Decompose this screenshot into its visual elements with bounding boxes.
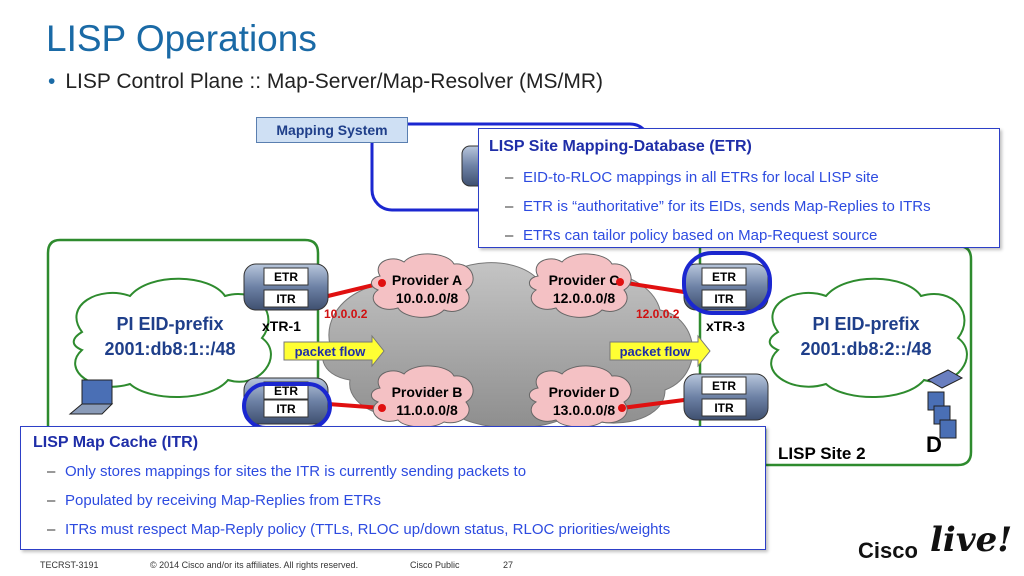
etr-highlight-ring [682, 251, 772, 315]
rloc-xtr-3: 12.0.0.2 [636, 307, 680, 321]
link-xtr3-provider-c [619, 280, 685, 294]
etr-callout-list: EID-to-RLOC mappings in all ETRs for loc… [505, 169, 931, 244]
provider-c-prefix: 12.0.0.0/8 [553, 290, 615, 306]
subtitle-text: LISP Control Plane :: Map-Server/Map-Res… [65, 70, 603, 93]
link-dot-c [616, 278, 624, 286]
etr-callout: LISP Site Mapping-Database (ETR) EID-to-… [478, 128, 1000, 248]
provider-a-cloud: Provider A 10.0.0.0/8 [371, 253, 474, 318]
xtr-3-etr-label: ETR [712, 270, 736, 284]
list-item: ETR is “authoritative” for its EIDs, sen… [505, 198, 931, 215]
mapping-system-label: Mapping System [256, 117, 408, 143]
packet-flow-arrow-right: packet flow [609, 334, 711, 368]
xtr-3-label: xTR-3 [706, 318, 745, 334]
laptop-icon [68, 379, 114, 415]
itr-callout-list: Only stores mappings for sites the ITR i… [47, 463, 670, 538]
provider-b-prefix: 11.0.0.0/8 [396, 402, 458, 418]
xtr-1-etr-label: ETR [274, 270, 298, 284]
link-xtr4-provider-d [621, 398, 685, 410]
link-dot-b [378, 404, 386, 412]
list-item: EID-to-RLOC mappings in all ETRs for loc… [505, 169, 931, 186]
packet-flow-label-right: packet flow [620, 344, 692, 359]
link-dot-d [618, 404, 626, 412]
xtr-4-itr-label: ITR [714, 401, 734, 415]
site-1-eid-prefix: 2001:db8:1::/48 [104, 339, 235, 359]
provider-d-prefix: 13.0.0.0/8 [553, 402, 615, 418]
cisco-logo-text: Cisco [858, 538, 918, 563]
site-2-eid-prefix: 2001:db8:2::/48 [800, 339, 931, 359]
footer-copyright: © 2014 Cisco and/or its affiliates. All … [150, 560, 359, 570]
xtr-2-itr-label: ITR [276, 402, 296, 416]
provider-a-prefix: 10.0.0.0/8 [396, 290, 458, 306]
provider-c-cloud: Provider C 12.0.0.0/8 [529, 253, 632, 318]
xtr-4-etr-label: ETR [712, 379, 736, 393]
site-2-label: LISP Site 2 [778, 444, 866, 463]
xtr-2-etr-label: ETR [274, 384, 298, 398]
site-1-eid-cloud [72, 277, 272, 399]
list-item: ITRs must respect Map-Reply policy (TTLs… [47, 521, 670, 538]
packet-flow-arrow-left: packet flow [283, 334, 385, 368]
itr-callout: LISP Map Cache (ITR) Only stores mapping… [20, 426, 766, 550]
site-1-eid-label: PI EID-prefix [116, 314, 223, 334]
site-2-eid-cloud [768, 277, 968, 399]
etr-callout-heading: LISP Site Mapping-Database (ETR) [489, 138, 752, 155]
cisco-live-logo: Cisco live! [858, 520, 1012, 566]
xtr-4-router-icon: ETR ITR [683, 373, 769, 421]
rloc-xtr-1: 10.0.0.2 [324, 307, 368, 321]
xtr-1-router-icon: ETR ITR [243, 263, 329, 311]
slide-title: LISP Operations [46, 18, 317, 59]
link-dot-a [378, 279, 386, 287]
link-xtr2-provider-b [327, 402, 383, 410]
provider-d-cloud: Provider D 13.0.0.0/8 [529, 365, 632, 428]
slide-subtitle: • LISP Control Plane :: Map-Server/Map-Re… [48, 70, 603, 94]
live-logo-text: live! [930, 520, 1013, 560]
xtr-1-label: xTR-1 [262, 318, 301, 334]
server-stack-icon [926, 369, 964, 439]
xtr-3-itr-label: ITR [714, 292, 734, 306]
itr-callout-heading: LISP Map Cache (ITR) [33, 434, 199, 451]
footer-page-number: 27 [503, 560, 514, 570]
provider-a-name: Provider A [392, 272, 462, 288]
footer-classification: Cisco Public [410, 560, 460, 570]
xtr-1-itr-label: ITR [276, 292, 296, 306]
list-item: Only stores mappings for sites the ITR i… [47, 463, 670, 480]
packet-flow-label-left: packet flow [295, 344, 367, 359]
bullet-icon: • [48, 70, 56, 93]
site-2-eid-label: PI EID-prefix [812, 314, 919, 334]
list-item: Populated by receiving Map-Replies from … [47, 492, 670, 509]
provider-b-name: Provider B [392, 384, 463, 400]
provider-d-name: Provider D [549, 384, 620, 400]
xtr-3-router-icon: ETR ITR [683, 263, 769, 311]
provider-b-cloud: Provider B 11.0.0.0/8 [371, 365, 474, 428]
footer-session-id: TECRST-3191 [40, 560, 99, 570]
host-d-label: D [926, 432, 942, 457]
list-item: ETRs can tailor policy based on Map-Requ… [505, 227, 931, 244]
provider-c-name: Provider C [549, 272, 620, 288]
